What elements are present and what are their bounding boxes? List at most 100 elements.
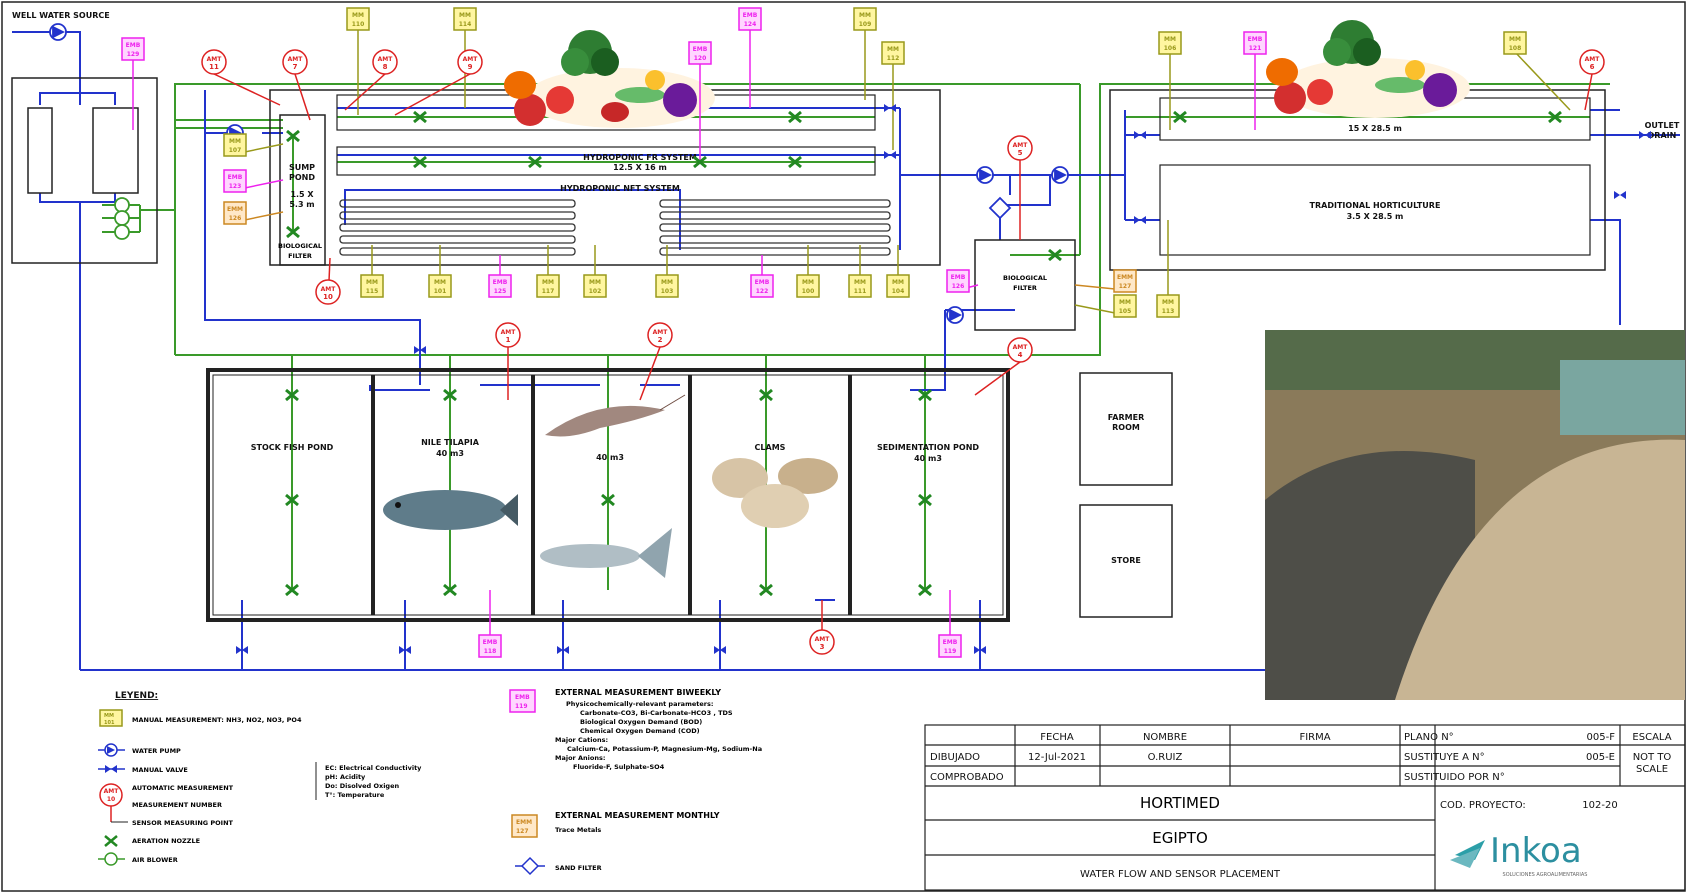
manual-valve-icon — [884, 104, 896, 112]
mm-tag-head: MM — [366, 279, 378, 286]
emb-tag: EMB 123 — [224, 170, 283, 192]
legend-emm-tag: EMM — [516, 819, 532, 826]
legend-mm-num: 101 — [104, 720, 115, 726]
emb-tag-head: EMB — [743, 12, 758, 19]
mm-tag-number: 108 — [1509, 45, 1522, 52]
mm-tag-head: MM — [459, 12, 471, 19]
legend-blower: AIR BLOWER — [132, 856, 178, 864]
mm-tag-number: 115 — [366, 288, 379, 295]
mm-tag: MM 115 — [361, 245, 383, 297]
amt-sensor-number: 3 — [820, 643, 825, 651]
vegetables-illustration-2 — [1266, 20, 1470, 118]
biofilter2-label-1: BIOLOGICAL — [1003, 274, 1047, 282]
legend-aeration: AERATION NOZZLE — [132, 837, 200, 845]
biofilter-label-1: BIOLOGICAL — [278, 242, 322, 250]
legend-blower-icon — [98, 853, 125, 865]
emm-tag-head: EMM — [1117, 274, 1133, 281]
mm-tag: MM 100 — [797, 245, 819, 297]
legend-sand: SAND FILTER — [555, 864, 602, 872]
mm-tag-head: MM — [542, 279, 554, 286]
legend-monthly-title: EXTERNAL MEASUREMENT MONTHLY — [555, 811, 720, 820]
amt-sensor-number: 9 — [468, 63, 473, 71]
mm-tag-head: MM — [434, 279, 446, 286]
emb-tag: EMB126 — [947, 270, 978, 292]
tb-firma-head: FIRMA — [1299, 732, 1330, 743]
amt-sensor-head: AMT — [1013, 142, 1029, 149]
legend-abbr2: pH: Acidity — [325, 773, 366, 781]
legend-abbr1: EC: Electrical Conductivity — [325, 764, 422, 772]
tb-project: HORTIMED — [1140, 794, 1220, 812]
manual-valve-icon — [1134, 131, 1146, 139]
mm-tag: MM103 — [656, 245, 678, 297]
emm-tag-head: EMM — [227, 206, 243, 213]
store-label: STORE — [1111, 556, 1141, 565]
tilapia-illustration — [383, 490, 518, 530]
mm-tag-head: MM — [892, 279, 904, 286]
amt-sensor-head: AMT — [207, 56, 223, 63]
amt-sensor: AMT9 — [395, 50, 482, 115]
legend-bw2: Carbonate-CO3, Bi-Carbonate-HCO3 , TDS — [580, 709, 733, 717]
clams-illustration — [712, 458, 838, 528]
pond-clams: CLAMS — [755, 443, 786, 452]
inkoa-logo-icon — [1450, 840, 1485, 868]
pond-tilapia-1: NILE TILAPIA — [421, 438, 480, 447]
legend-number: MEASUREMENT NUMBER — [132, 801, 222, 809]
emb-tag-number: 124 — [744, 21, 757, 28]
emm-tag: EMM127 — [1075, 270, 1136, 292]
pond-sediment-2: 40 m3 — [914, 454, 942, 463]
legend-emm-num: 127 — [516, 828, 529, 835]
tb-location: EGIPTO — [1152, 829, 1208, 847]
amt-sensor-number: 8 — [383, 63, 388, 71]
legend-bw1: Physicochemically-relevant parameters: — [566, 700, 713, 708]
mm-tag-head: MM — [1119, 299, 1131, 306]
mm-tag-number: 102 — [589, 288, 602, 295]
mm-tag: MM109 — [854, 8, 876, 100]
tb-plano: PLANO N° — [1404, 732, 1454, 743]
tb-cod: COD. PROYECTO: — [1440, 800, 1526, 811]
amt-sensor-number: 11 — [209, 63, 219, 71]
amt-sensor-head: AMT — [815, 636, 831, 643]
pond-sediment-1: SEDIMENTATION POND — [877, 443, 979, 452]
emb-tag: EMB 124 — [739, 8, 761, 108]
mm-tag-head: MM — [352, 12, 364, 19]
legend-pump: WATER PUMP — [132, 747, 181, 755]
amt-sensor-head: AMT — [1013, 344, 1029, 351]
emb-tag-number: 121 — [1249, 45, 1262, 52]
sump-label-3: 1.5 X — [290, 190, 314, 199]
emb-tag-number: 123 — [229, 183, 242, 190]
mm-tag: MM105 — [1075, 295, 1136, 317]
mm-tag-head: MM — [229, 138, 241, 145]
emb-tag-head: EMB — [755, 279, 770, 286]
emb-tag-head: EMB — [228, 174, 243, 181]
mm-tag-head: MM — [802, 279, 814, 286]
amt-sensor-number: 5 — [1018, 149, 1023, 157]
manual-valve-icon — [1614, 191, 1626, 199]
sump-label-4: 5.3 m — [289, 200, 314, 209]
biofilter2-label-2: FILTER — [1013, 284, 1037, 292]
legend-monthly-sub: Trace Metals — [555, 826, 601, 834]
site-photo — [1265, 330, 1685, 700]
emb-tag-head: EMB — [483, 639, 498, 646]
hydro-fr-title: HYDROPONIC FR SYSTEM — [583, 153, 697, 162]
mm-tag-head: MM — [887, 46, 899, 53]
legend-bw7: Major Anions: — [555, 754, 605, 762]
emb-tag-number: 126 — [952, 283, 965, 290]
tb-fecha-head: FECHA — [1040, 732, 1074, 743]
amt-sensor-number: 7 — [293, 63, 298, 71]
legend-sand-filter-icon — [515, 858, 545, 874]
mm-tag-head: MM — [854, 279, 866, 286]
pond-mullet-1: 40 m3 — [596, 453, 624, 462]
legend-mm-tag: MM — [104, 713, 114, 719]
emb-tag-head: EMB — [493, 279, 508, 286]
emb-tag-head: EMB — [943, 639, 958, 646]
mm-tag-number: 100 — [802, 288, 815, 295]
legend-biweekly-title: EXTERNAL MEASUREMENT BIWEEKLY — [555, 688, 721, 697]
emb-tag: EMB122 — [751, 255, 773, 297]
biofilter-label-2: FILTER — [288, 252, 312, 260]
mm-tag-number: 112 — [887, 55, 900, 62]
legend-mm-text: MANUAL MEASUREMENT: NH3, NO2, NO3, PO4 — [132, 716, 302, 724]
